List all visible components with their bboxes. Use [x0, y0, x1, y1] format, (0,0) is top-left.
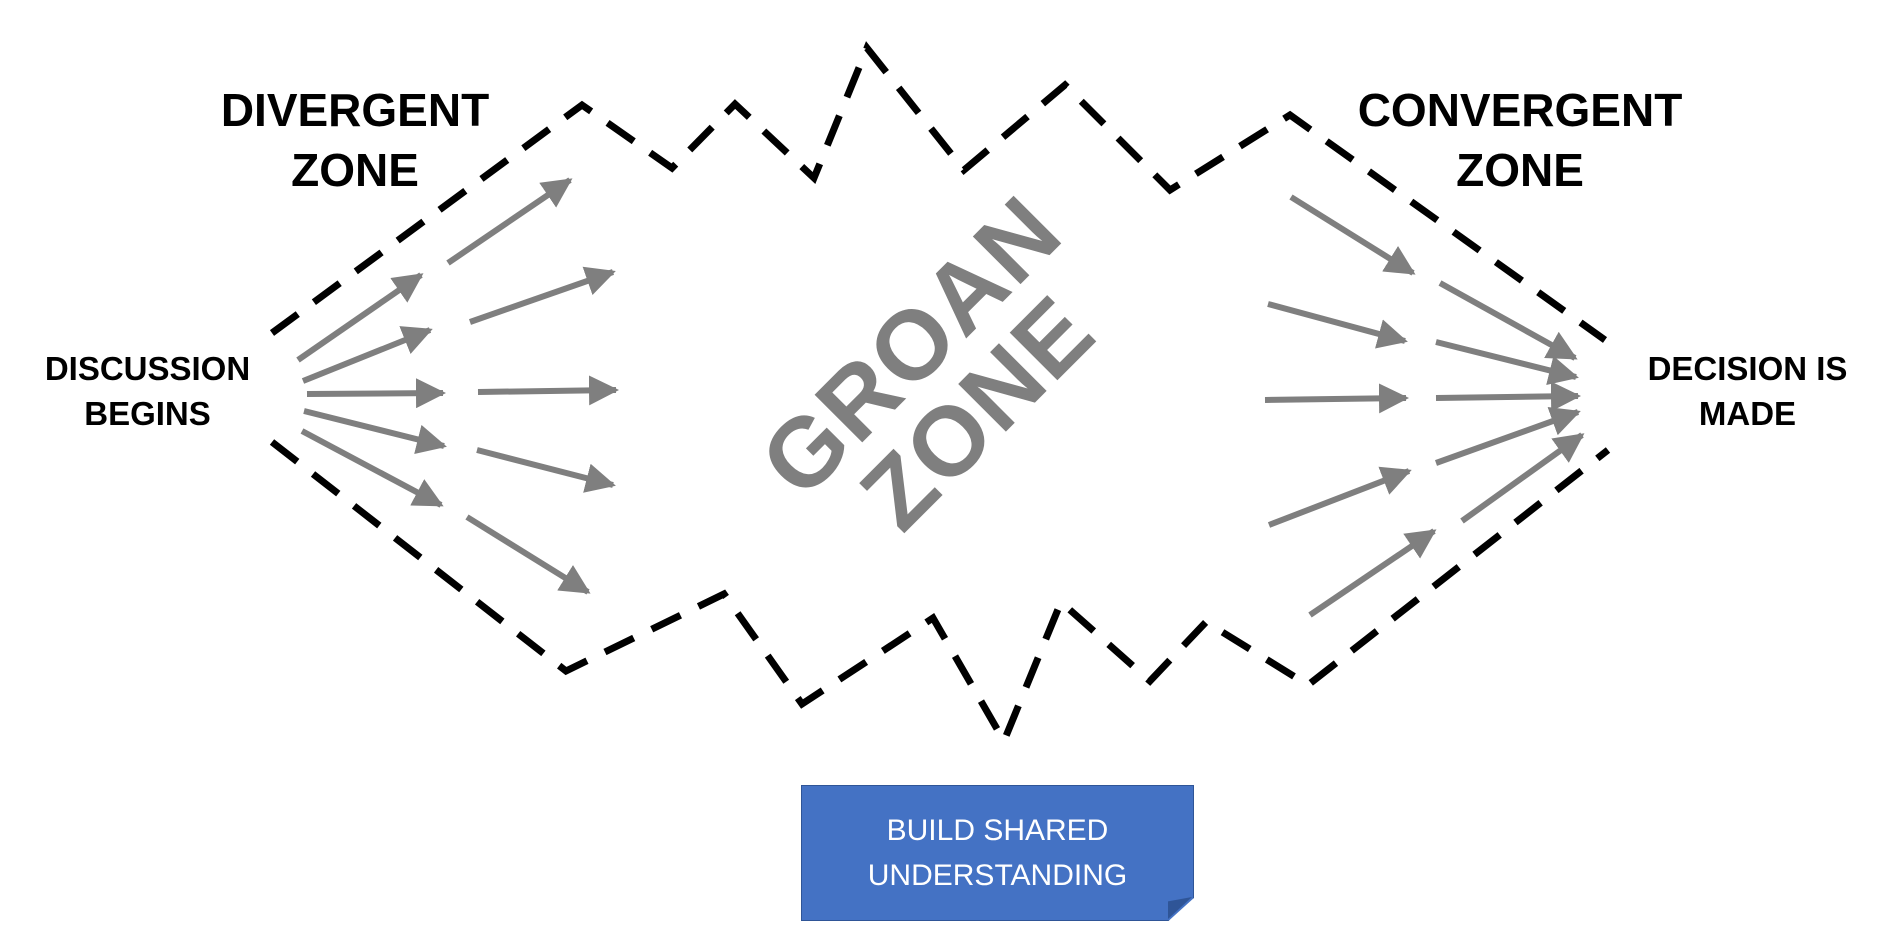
divergent-arrow	[303, 408, 447, 455]
convergent-arrow	[1435, 381, 1581, 412]
convergent-arrow	[1267, 301, 1408, 349]
divergent-zone-title: DIVERGENT ZONE	[205, 80, 505, 200]
divergent-arrow	[465, 514, 591, 595]
convergent-arrow	[1264, 383, 1409, 414]
divergent-zone-title-line1: DIVERGENT	[220, 84, 490, 136]
discussion-begins-line1: DISCUSSION	[44, 350, 251, 387]
divergent-arrow	[300, 428, 444, 508]
divergent-arrow	[296, 272, 424, 363]
decision-is-made-line1: DECISION IS	[1647, 350, 1848, 387]
note-text-line2: UNDERSTANDING	[867, 859, 1128, 892]
convergent-arrow	[1434, 407, 1581, 466]
divergent-zone-title-line2: ZONE	[291, 144, 419, 196]
outline-top-boundary	[269, 41, 1608, 343]
convergent-arrow	[1289, 194, 1416, 276]
convergent-zone-title-line2: ZONE	[1456, 144, 1584, 196]
outline-bottom-boundary	[269, 439, 1611, 749]
convergent-arrows	[1264, 194, 1585, 618]
divergent-arrow	[306, 378, 446, 409]
convergent-arrow	[1308, 528, 1437, 618]
convergent-arrow	[1267, 466, 1412, 528]
convergent-arrow	[1435, 339, 1579, 386]
divergent-arrows	[296, 177, 619, 595]
divergent-arrow	[301, 326, 433, 384]
convergent-zone-title: CONVERGENT ZONE	[1345, 80, 1695, 200]
discussion-begins-line2: BEGINS	[84, 395, 211, 432]
divergent-arrow	[446, 177, 573, 266]
divergent-arrow	[477, 375, 619, 406]
convergent-arrow	[1460, 432, 1585, 524]
note-text-line1: BUILD SHARED	[886, 814, 1109, 847]
convergent-arrow	[1438, 280, 1578, 361]
divergent-arrow	[469, 266, 616, 325]
decision-is-made-line2: MADE	[1698, 395, 1797, 432]
discussion-begins-label: DISCUSSION BEGINS	[20, 346, 275, 436]
build-shared-understanding-note: BUILD SHARED UNDERSTANDING	[801, 785, 1194, 921]
divergent-arrow	[476, 447, 616, 493]
decision-is-made-label: DECISION IS MADE	[1620, 346, 1875, 436]
convergent-zone-title-line1: CONVERGENT	[1357, 84, 1683, 136]
note-text: BUILD SHARED UNDERSTANDING	[868, 808, 1127, 898]
